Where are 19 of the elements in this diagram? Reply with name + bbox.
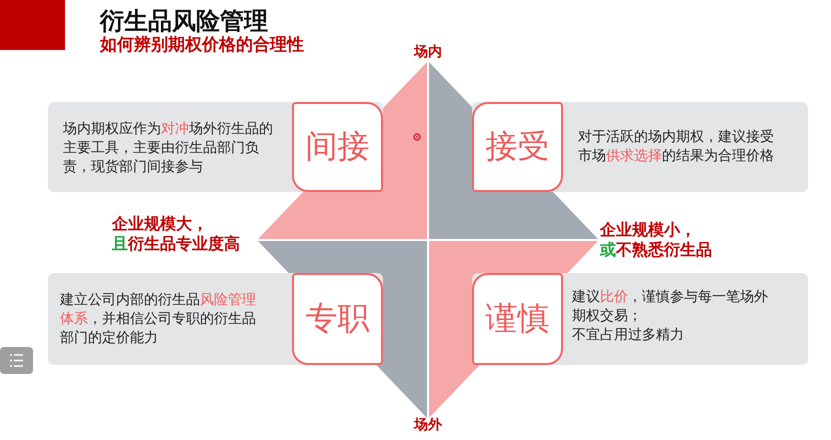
- condition-label: 企业规模大，且衍生品专业度高: [112, 214, 240, 254]
- keyword-box: 谨慎: [472, 273, 563, 365]
- axis-label: 场外: [414, 416, 442, 434]
- text-panel: [48, 102, 383, 192]
- keyword-box: 间接: [292, 102, 383, 192]
- description-text: 建立公司内部的衍生品风险管理体系，并相信公司专职的衍生品部门的定价能力: [60, 291, 257, 348]
- keyword-box: 接受: [472, 102, 563, 192]
- description-text: 对于活跃的场内期权，建议接受市场供求选择的结果为合理价格: [578, 128, 775, 166]
- title: 衍生品风险管理: [100, 6, 268, 36]
- text-panel: [472, 273, 808, 365]
- text-panel: [48, 273, 383, 365]
- description-text: 建议比价，谨慎参与每一笔场外期权交易；: [572, 288, 769, 326]
- text-panel: [472, 102, 808, 192]
- axis-label: 场内: [414, 43, 442, 61]
- description-text: 不宜占用过多精力: [572, 326, 685, 345]
- subtitle: 如何辨别期权价格的合理性: [100, 35, 304, 56]
- keyword-box: 专职: [292, 273, 383, 365]
- condition-label: 企业规模小，或不熟悉衍生品: [600, 220, 712, 260]
- description-text: 场内期权应作为对冲场外衍生品的主要工具，主要由衍生品部门负责，现货部门间接参与: [63, 120, 274, 177]
